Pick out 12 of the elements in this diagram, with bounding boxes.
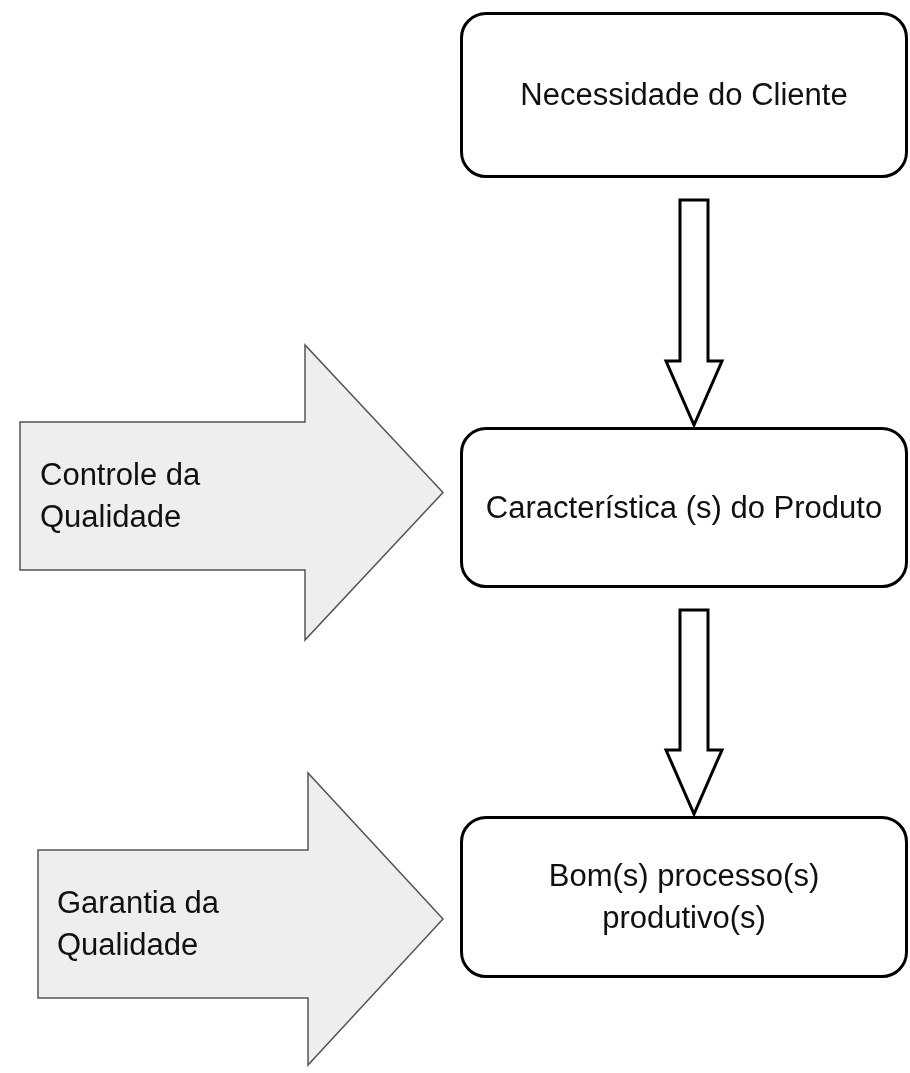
process-box bbox=[460, 816, 908, 978]
process-box bbox=[460, 12, 908, 178]
arrow-label: Garantia da Qualidade bbox=[57, 884, 220, 964]
box-label: Bom(s) processo(s) produtivo(s) bbox=[547, 857, 821, 937]
box-label: Característica (s) do Produto bbox=[485, 488, 883, 527]
process-box bbox=[460, 427, 908, 588]
arrow-label: Controle da Qualidade bbox=[40, 456, 202, 536]
block-arrow bbox=[20, 345, 443, 640]
box-label: Necessidade do Cliente bbox=[520, 76, 848, 115]
hollow-arrow bbox=[663, 608, 725, 818]
block-arrow bbox=[38, 773, 443, 1065]
hollow-arrow bbox=[663, 198, 725, 429]
